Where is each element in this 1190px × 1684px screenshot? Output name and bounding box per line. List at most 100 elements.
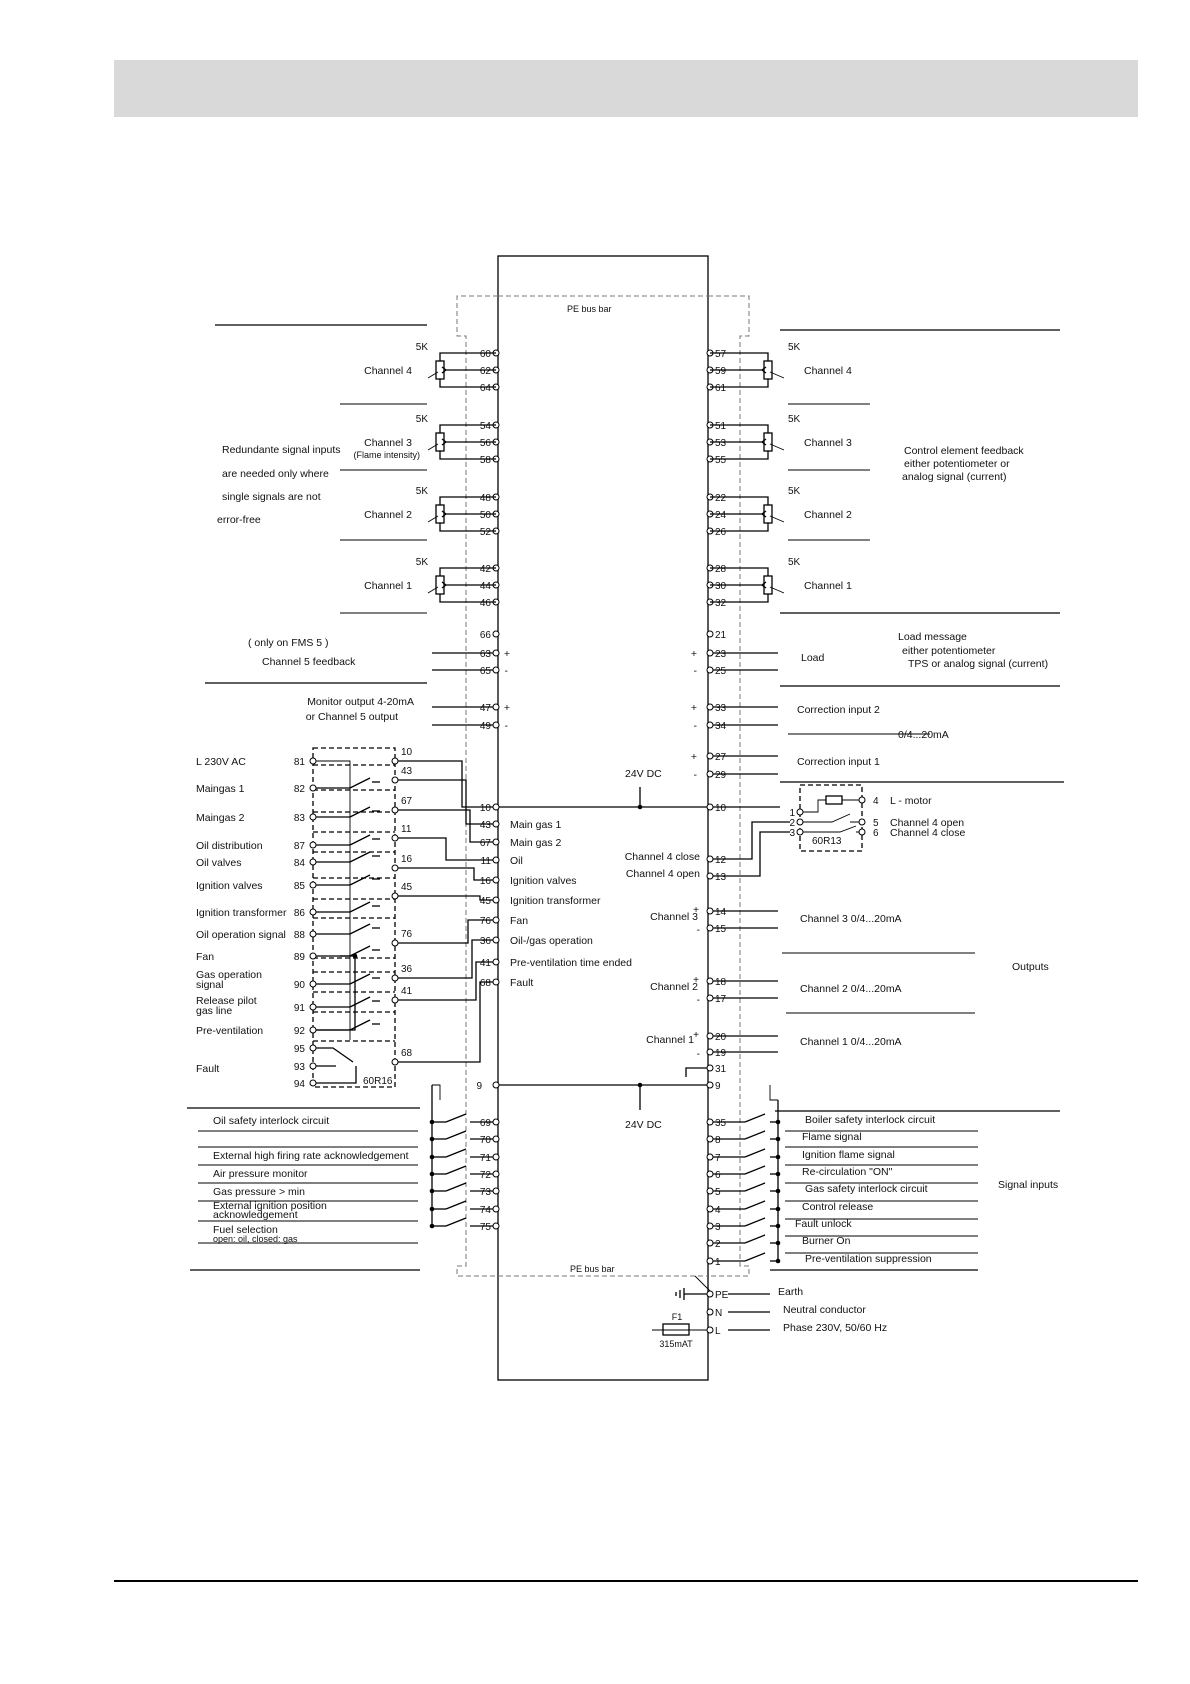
terminal-41: [492, 958, 500, 966]
relay-label: Oil valves: [196, 857, 242, 869]
pot-wiper: [710, 581, 767, 589]
pot-top-wire: [710, 424, 769, 433]
relay-label: L 230V AC: [196, 756, 246, 768]
input-label: Pre-ventilation suppression: [805, 1253, 932, 1265]
resistor-value-5k: 5K: [788, 486, 801, 497]
relay-60r13-number: 4: [873, 796, 879, 807]
relay-contact: [349, 851, 371, 863]
pot-bottom-wire: [439, 379, 496, 388]
terminal-number: 32: [715, 598, 727, 609]
plus-sign: +: [691, 751, 697, 763]
pot-lead: [769, 443, 785, 451]
terminal-number: 15: [715, 924, 727, 935]
terminal-L: [706, 1326, 714, 1334]
footer-rule: [114, 1580, 1138, 1582]
terminal-number: 81: [294, 757, 306, 768]
terminal-number: 11: [481, 856, 492, 867]
terminal-number: 48: [480, 493, 492, 504]
relay-60r13-number: 1: [789, 808, 795, 819]
relay-60r13-number: 5: [873, 818, 879, 829]
terminal-2: [706, 1239, 714, 1247]
input-label: Air pressure monitor: [213, 1168, 308, 1180]
minus-sign: -: [694, 769, 698, 781]
pot-lead: [769, 515, 785, 523]
input-contact: [744, 1234, 766, 1244]
terminal-47: [492, 703, 500, 711]
pot-bottom-wire: [710, 594, 769, 603]
potentiometer-5k: [763, 360, 773, 380]
dc-24v-label-bottom: 24V DC: [625, 1119, 662, 1131]
right-mid-label: Channel 4 open: [626, 868, 700, 880]
inner-terminal-16: [391, 864, 399, 872]
inner-terminal-36: [391, 974, 399, 982]
terminal-6: [706, 1170, 714, 1178]
terminal-number: 57: [715, 349, 727, 360]
terminal-number: 4: [715, 1205, 721, 1216]
terminal-82: [309, 784, 317, 792]
plus-sign: +: [691, 702, 697, 714]
plus-sign: +: [504, 702, 510, 714]
wire-45: [398, 895, 493, 901]
terminal-20: [706, 1032, 714, 1040]
terminal-12: [706, 855, 714, 863]
relay-contact: [349, 834, 371, 846]
terminal-number: 65: [480, 666, 492, 677]
pot-wiper: [710, 510, 767, 518]
power-label: Neutral conductor: [783, 1304, 866, 1316]
redundant-note: Redundante signal inputs are needed only…: [217, 444, 341, 526]
terminal-number: 28: [715, 564, 727, 575]
fan-link: [316, 955, 356, 1031]
resistor-value-5k: 5K: [416, 414, 429, 425]
relay-contact: [349, 806, 371, 818]
terminal-number: 45: [480, 896, 492, 907]
wire-11: [398, 837, 493, 861]
input-sublabel: open: oil, closed: gas: [213, 1234, 298, 1244]
potentiometer-5k: [435, 504, 445, 524]
terminal-86: [309, 908, 317, 916]
channel-label: Channel 4: [364, 365, 412, 377]
terminal-number: 76: [480, 916, 492, 927]
terminal-number: 63: [480, 649, 492, 660]
terminal-number: PE: [715, 1290, 729, 1301]
terminal-number: 26: [715, 527, 727, 538]
relay-60r13-terminal-1: [796, 808, 804, 816]
terminal-68: [492, 978, 500, 986]
terminal-25: [706, 666, 714, 674]
pot-lead: [427, 515, 439, 523]
input-contact: [445, 1200, 467, 1210]
relay-60r13-coil-wire: [803, 799, 859, 813]
channel-label: Channel 2: [804, 509, 852, 521]
pe-bus-left-top: [456, 295, 498, 1277]
pot-top-wire: [710, 352, 769, 361]
header-band: [114, 60, 1138, 117]
fault-relay-contact: [316, 1047, 357, 1084]
plus-sign: +: [691, 648, 697, 660]
input-contact: [445, 1113, 467, 1123]
terminal-67: [492, 838, 500, 846]
terminal-number: 53: [715, 438, 727, 449]
terminal-88: [309, 930, 317, 938]
terminal-29: [706, 770, 714, 778]
inner-terminal-number: 67: [401, 796, 413, 807]
input-label: Ignition flame signal: [802, 1149, 895, 1161]
pot-wiper: [441, 438, 496, 446]
relay-label: Maingas 2: [196, 812, 245, 824]
minus-sign: -: [697, 1049, 700, 1060]
terminal-76: [492, 916, 500, 924]
terminal-number: 52: [480, 527, 492, 538]
shield-ground: [685, 1067, 707, 1077]
pot-bottom-wire: [439, 451, 496, 460]
inner-terminal-number: 43: [401, 766, 413, 777]
pot-top-wire: [439, 567, 496, 576]
signal-inputs-label: Signal inputs: [998, 1179, 1058, 1191]
inner-terminal-number: 76: [401, 929, 413, 940]
terminal-number: 1: [715, 1257, 721, 1268]
output-label: Ignition valves: [510, 875, 577, 887]
terminal-89: [309, 952, 317, 960]
terminal-number: 36: [480, 936, 492, 947]
terminal-65: [492, 666, 500, 674]
resistor-value-5k: 5K: [788, 342, 801, 353]
resistor-value-5k: 5K: [416, 342, 429, 353]
terminal-number: 17: [715, 994, 727, 1005]
